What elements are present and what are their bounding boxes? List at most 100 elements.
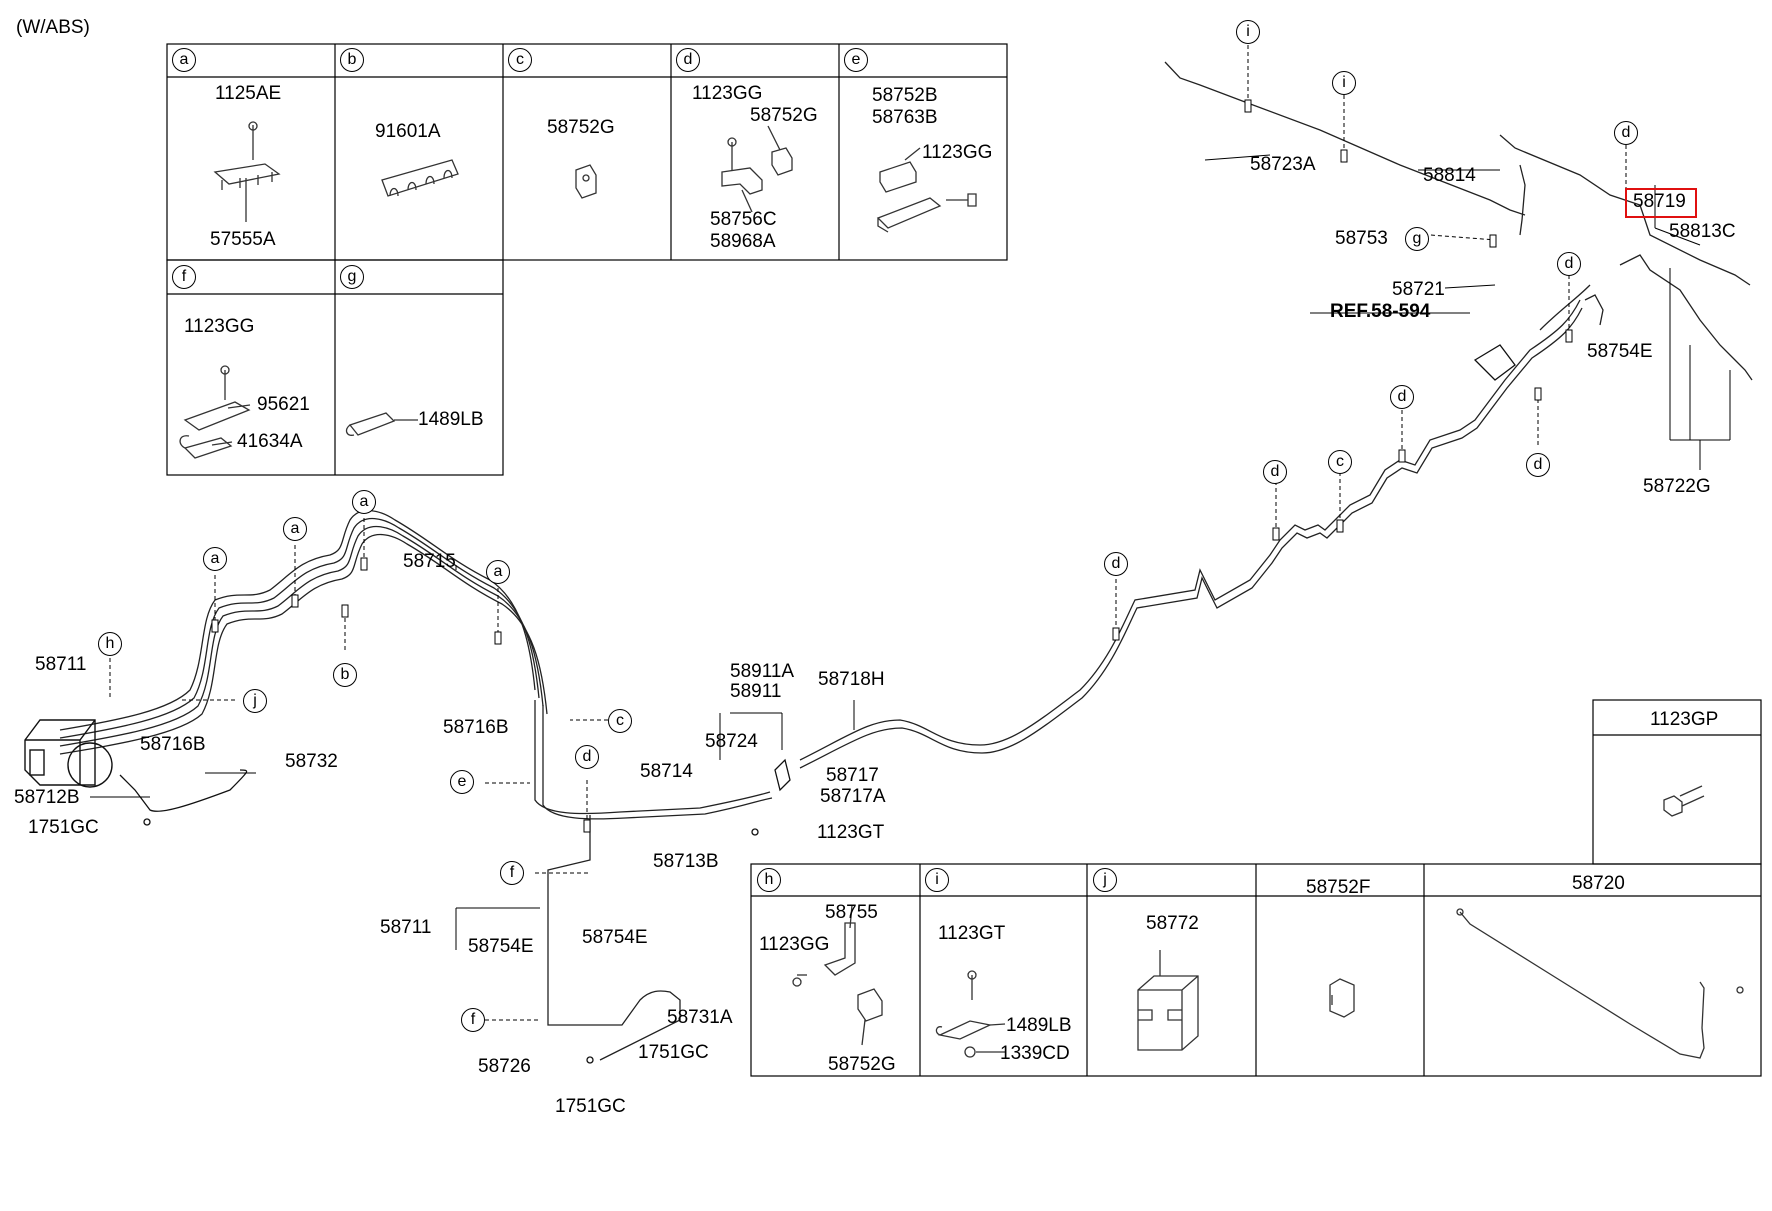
detail-table-bottom-grid: [750, 699, 1762, 1077]
callout-c-2: c: [608, 709, 632, 733]
callout-g-1: g: [1405, 227, 1429, 251]
part-58752g-d: 58752G: [750, 105, 818, 126]
label-1751gc-b2: 1751GC: [555, 1096, 626, 1117]
header-58752f: 58752F: [1306, 877, 1371, 898]
cell-letter-h: h: [757, 868, 781, 892]
part-58752b: 58752B: [872, 85, 938, 106]
part-1339cd: 1339CD: [1000, 1043, 1070, 1064]
label-58724: 58724: [705, 731, 758, 752]
bracket-58756c-sketch: [721, 125, 793, 213]
label-58814: 58814: [1423, 165, 1476, 186]
callout-a-3: a: [203, 547, 227, 571]
callout-a-4: a: [486, 560, 510, 584]
cell-letter-g: g: [340, 265, 364, 289]
part-91601a: 91601A: [375, 121, 441, 142]
callout-d-1: d: [1614, 121, 1638, 145]
abs-modulator: [24, 719, 113, 788]
fittings-and-hoses: [119, 344, 1516, 1064]
callout-i-1: i: [1236, 20, 1260, 44]
cell-letter-b: b: [340, 48, 364, 72]
cell-letter-c: c: [508, 48, 532, 72]
clip-58752f-sketch: [1329, 978, 1355, 1018]
callout-a-2: a: [283, 517, 307, 541]
label-58719[interactable]: 58719: [1633, 191, 1686, 212]
label-58721: 58721: [1392, 279, 1445, 300]
part-1123gg-e: 1123GG: [922, 142, 993, 163]
label-58717: 58717: [826, 765, 879, 786]
callout-d-2: d: [1557, 252, 1581, 276]
callout-d-5: d: [1263, 460, 1287, 484]
left-line-bundle: [59, 509, 548, 755]
label-58753: 58753: [1335, 228, 1388, 249]
part-1123gg-f: 1123GG: [184, 316, 255, 337]
label-58718h: 58718H: [818, 669, 885, 690]
label-1123gt: 1123GT: [817, 822, 885, 843]
label-58711-b: 58711: [380, 917, 432, 938]
label-58723a: 58723A: [1250, 154, 1316, 175]
label-58754e-b1: 58754E: [468, 936, 534, 957]
callout-f-2: f: [461, 1008, 485, 1032]
callout-d-3: d: [1390, 385, 1414, 409]
clip-58752b-sketch: [876, 147, 977, 233]
variant-label: (W/ABS): [16, 17, 90, 38]
part-57555a: 57555A: [210, 229, 276, 250]
cell-letter-e: e: [844, 48, 868, 72]
header-1123gp: 1123GP: [1650, 709, 1719, 730]
part-1489lb-g: 1489LB: [418, 409, 484, 430]
part-41634a: 41634A: [237, 431, 303, 452]
cell-letter-f: f: [172, 265, 196, 289]
pipe-58720-sketch: [1456, 908, 1744, 1059]
callout-d-4: d: [1526, 453, 1550, 477]
label-58754e-b2: 58754E: [582, 927, 648, 948]
part-1123gg-d: 1123GG: [692, 83, 763, 104]
callout-a-1: a: [352, 490, 376, 514]
callout-i-2: i: [1332, 71, 1356, 95]
label-58711: 58711: [35, 654, 87, 675]
part-58756c: 58756C: [710, 209, 777, 230]
cell-letter-a: a: [172, 48, 196, 72]
header-58720: 58720: [1572, 873, 1625, 894]
label-ref-58-594: REF.58-594: [1330, 301, 1431, 322]
long-rear-line: [799, 299, 1583, 769]
label-58911a: 58911A: [730, 661, 795, 682]
label-58716b-l: 58716B: [140, 734, 206, 755]
part-1123gg-h: 1123GG: [759, 934, 830, 955]
part-58968a: 58968A: [710, 231, 776, 252]
center-to-rear-line: [534, 700, 773, 1061]
label-58714: 58714: [640, 761, 693, 782]
rear-top-line: [1164, 61, 1753, 381]
bolt-1123gp-sketch: [1663, 785, 1705, 817]
part-58752g-h: 58752G: [828, 1054, 896, 1075]
label-58717a: 58717A: [820, 786, 886, 807]
clip-57555a-sketch: [213, 121, 281, 222]
label-58754e-r: 58754E: [1587, 341, 1653, 362]
clip-1489lb-i-sketch: [935, 970, 1006, 1058]
part-95621: 95621: [257, 394, 310, 415]
part-58752g-c: 58752G: [547, 117, 615, 138]
label-58722g: 58722G: [1643, 476, 1711, 497]
part-58763b: 58763B: [872, 107, 938, 128]
label-58713b: 58713B: [653, 851, 719, 872]
cell-letter-i: i: [925, 868, 949, 892]
cell-letter-d: d: [676, 48, 700, 72]
part-58755: 58755: [825, 902, 878, 923]
leader-lines: [90, 154, 1731, 950]
detail-table-top-grid: [166, 43, 1008, 476]
callout-h-1: h: [98, 632, 122, 656]
bracket-95621-sketch: [179, 365, 251, 459]
clip-58772-sketch: [1137, 950, 1199, 1051]
label-1751gc-b1: 1751GC: [638, 1042, 709, 1063]
callout-j-1: j: [243, 689, 267, 713]
label-58731a: 58731A: [667, 1007, 733, 1028]
callout-pointers: [109, 45, 1627, 1021]
callout-d-7: d: [575, 745, 599, 769]
callout-b-1: b: [333, 663, 357, 687]
clip-markers: [211, 99, 1573, 833]
label-58911: 58911: [730, 681, 782, 702]
label-58813c: 58813C: [1669, 221, 1736, 242]
bracket-58755-sketch: [792, 904, 883, 1046]
label-58715: 58715: [403, 551, 456, 572]
label-58732: 58732: [285, 751, 338, 772]
cell-letter-j: j: [1093, 868, 1117, 892]
